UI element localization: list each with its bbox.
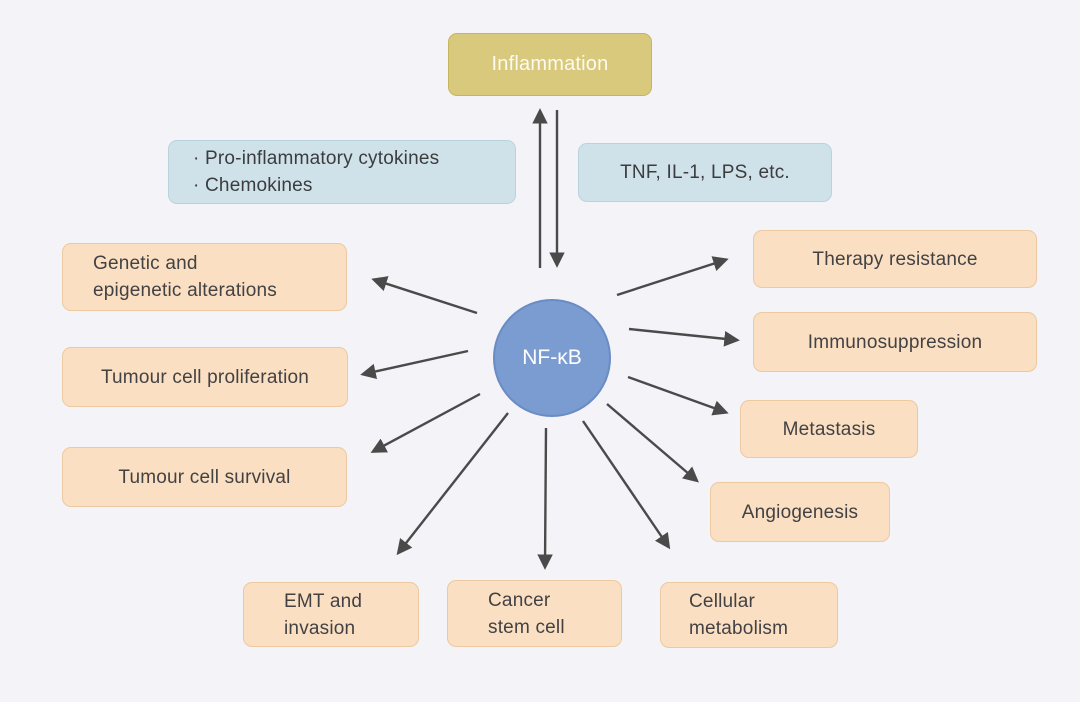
node-emt-line1: EMT and [284,590,363,612]
node-stem-line1: Cancer [488,589,551,611]
arrow-to-proliferation [360,349,469,380]
node-inflammation: Inflammation [448,33,652,96]
node-stimuli-label: TNF, IL-1, LPS, etc. [620,162,790,183]
arrow-to-stem-cell [537,427,553,570]
arrow-to-metabolism [582,420,671,550]
arrow-to-survival [370,392,481,453]
node-metastasis-label: Metastasis [782,418,876,440]
node-emt-invasion: EMT and invasion [243,582,419,647]
arrow-to-therapy [616,256,729,297]
arrow-to-genetic [371,276,478,315]
node-tumour-survival: Tumour cell survival [62,447,347,507]
node-survival-label: Tumour cell survival [118,466,291,488]
node-angiogenesis: Angiogenesis [710,482,890,542]
node-mediators-line1: · Pro-inflammatory cytokines [193,148,440,169]
node-angiogenesis-label: Angiogenesis [741,501,859,523]
node-metabolism-line1: Cellular [689,591,756,612]
node-therapy-label: Therapy resistance [812,248,978,270]
node-cellular-metabolism: Cellular metabolism [660,582,838,648]
node-therapy-resistance: Therapy resistance [753,230,1037,288]
node-inflammation-label: Inflammation [491,53,609,75]
node-genetic-line2: epigenetic alterations [93,280,277,301]
node-stem-line2: stem cell [488,616,565,638]
node-metastasis: Metastasis [740,400,918,458]
node-proliferation-label: Tumour cell proliferation [100,366,310,388]
node-stimuli: TNF, IL-1, LPS, etc. [578,143,832,202]
node-genetic-line1: Genetic and [93,253,198,274]
node-immuno-label: Immunosuppression [807,331,983,353]
node-genetic-alterations: Genetic and epigenetic alterations [62,243,347,311]
arrow-to-immunosuppression [628,327,740,347]
node-metabolism-line2: metabolism [689,618,789,639]
arrow-to-emt [396,412,509,556]
node-emt-line2: invasion [284,617,356,639]
arrow-to-angiogenesis [606,403,699,483]
node-tumour-proliferation: Tumour cell proliferation [62,347,348,407]
node-cancer-stem-cell: Cancer stem cell [447,580,622,647]
node-nfkb-hub: NF-κB [493,299,611,417]
node-mediators: · Pro-inflammatory cytokines · Chemokine… [168,140,516,204]
node-nfkb-label: NF-κB [522,346,582,369]
arrow-to-metastasis [627,375,729,416]
node-mediators-line2: · Chemokines [193,175,313,196]
node-immunosuppression: Immunosuppression [753,312,1037,372]
